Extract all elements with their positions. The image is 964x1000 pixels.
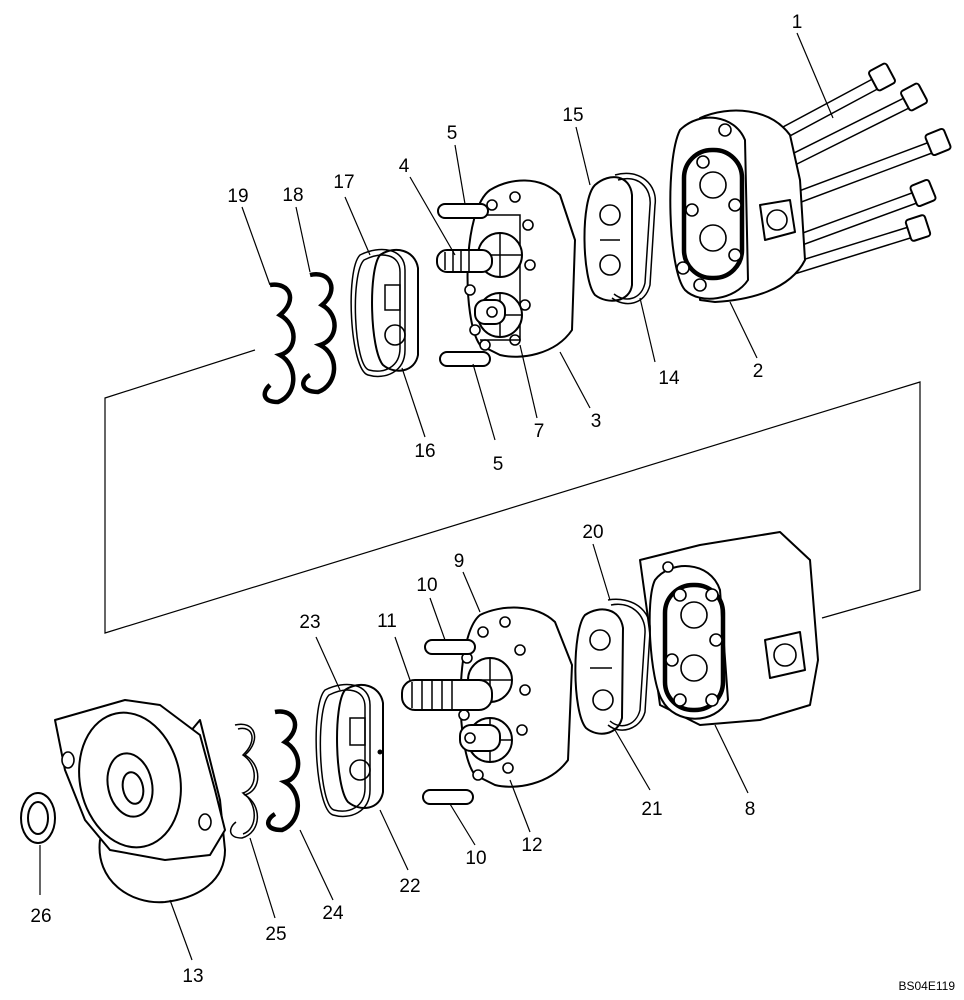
part-8-front-housing: [639, 531, 819, 726]
part-26-shaft-seal: [20, 792, 56, 844]
callout-23: 23: [299, 612, 320, 633]
part-16-wear-plate: [371, 248, 419, 372]
part-17-o-ring: [350, 248, 406, 378]
callout-20: 20: [582, 522, 603, 543]
callout-22: 22: [399, 876, 420, 897]
part-13-mounting-flange: [54, 699, 226, 904]
part-23-o-ring: [315, 683, 371, 818]
callout-17: 17: [333, 172, 354, 193]
callout-11: 11: [377, 611, 397, 632]
callout-26: 26: [30, 906, 51, 927]
part-1-tie-bolts: [739, 62, 952, 281]
callout-18: 18: [282, 185, 303, 206]
callout-9: 9: [454, 551, 465, 572]
callout-24: 24: [322, 903, 344, 924]
part-21-wear-plate: [574, 608, 624, 735]
callout-7: 7: [534, 421, 545, 442]
drawing-code: BS04E119: [899, 979, 956, 993]
callout-5-bottom: 5: [493, 454, 504, 475]
callout-3: 3: [591, 411, 602, 432]
callout-10-top: 10: [416, 575, 437, 596]
callout-8: 8: [745, 799, 756, 820]
callout-15: 15: [562, 105, 583, 126]
part-10-dowel-pin-bottom: [422, 789, 474, 805]
part-19-seal: [262, 282, 296, 405]
part-20-o-ring: [607, 598, 651, 731]
part-2-rear-housing: [669, 109, 806, 303]
callout-19: 19: [227, 186, 248, 207]
part-5-dowel-pin-top: [437, 203, 489, 219]
part-18-backup-ring: [301, 271, 337, 395]
leader-lines: [39, 32, 834, 961]
callout-5-top: 5: [447, 123, 458, 144]
callout-4: 4: [399, 156, 410, 177]
part-4-drive-shaft: [436, 249, 506, 325]
part-25-seal: [229, 723, 259, 839]
callout-14: 14: [658, 368, 680, 389]
part-15-wear-plate: [583, 176, 633, 302]
callout-10-bottom: 10: [465, 848, 486, 869]
part-11-drive-shaft: [401, 679, 501, 752]
part-24-backup-ring: [266, 709, 301, 833]
callout-21: 21: [641, 799, 662, 820]
part-10-dowel-pin-top: [424, 639, 476, 655]
part-14-o-ring: [611, 172, 656, 305]
callout-12: 12: [521, 835, 542, 856]
callout-16: 16: [414, 441, 435, 462]
callout-1: 1: [792, 12, 803, 33]
part-5-dowel-pin-bottom: [439, 351, 491, 367]
callout-13: 13: [182, 966, 203, 987]
callout-25: 25: [265, 924, 286, 945]
callout-2: 2: [753, 361, 764, 382]
assembly-connector-lines: [104, 349, 921, 634]
part-22-wear-plate: [336, 683, 384, 809]
callout-labels: 1 2 3 4 5 5 7 14 15 16 17 18 19 20 21 8 …: [30, 12, 802, 987]
